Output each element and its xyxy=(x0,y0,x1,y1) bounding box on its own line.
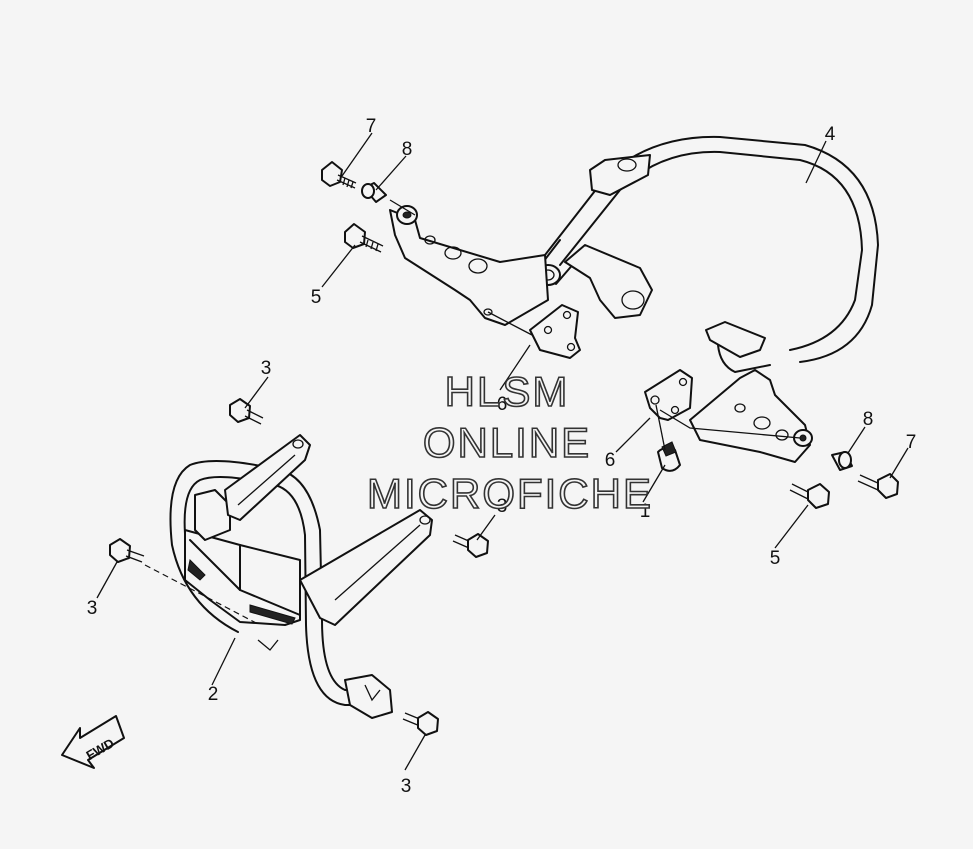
fwd-arrow-icon: FWD xyxy=(61,715,125,769)
assembly-line-top xyxy=(389,199,416,216)
assembly-line-mid-left xyxy=(487,311,533,336)
callout-1: 1 xyxy=(640,501,651,522)
plate-6-left xyxy=(529,304,581,359)
callout-2: 2 xyxy=(208,684,219,705)
watermark: HLSM ONLINE MICROFICHE xyxy=(366,367,653,518)
callout-4: 4 xyxy=(825,124,836,145)
bolt-5-right xyxy=(789,483,830,509)
collar-8-top xyxy=(361,182,387,203)
rear-guard-frame xyxy=(535,135,879,373)
watermark-line-1: HLSM xyxy=(445,368,570,415)
leader-lines xyxy=(96,132,909,771)
callout-7-top: 7 xyxy=(366,116,377,137)
bolt-3-mid xyxy=(452,533,489,558)
watermark-line-3: MICROFICHE xyxy=(367,470,653,517)
right-mount-bracket xyxy=(689,369,813,463)
callout-3-mid: 3 xyxy=(497,496,508,517)
clip-part-1 xyxy=(657,441,681,472)
front-guard xyxy=(144,434,433,719)
collar-8-right xyxy=(831,451,853,471)
bolt-3-upper xyxy=(229,398,264,425)
bolt-7-top xyxy=(321,161,357,189)
callout-8-top: 8 xyxy=(402,139,413,160)
callout-3-bottom: 3 xyxy=(401,776,412,797)
assembly-line-clip xyxy=(655,404,666,451)
callout-3-upper: 3 xyxy=(261,358,272,379)
callout-7-right: 7 xyxy=(906,432,917,453)
callout-6-left: 6 xyxy=(497,394,508,415)
assembly-line-mid-right xyxy=(659,409,801,439)
bolt-7-right xyxy=(857,473,899,499)
plate-6-right xyxy=(644,369,693,421)
callout-5-top: 5 xyxy=(311,287,322,308)
left-mount-bracket xyxy=(389,205,549,326)
callout-5-right: 5 xyxy=(770,548,781,569)
watermark-line-2: ONLINE xyxy=(423,419,591,466)
bolt-3-left xyxy=(109,538,145,563)
bolt-3-bottom xyxy=(402,711,439,736)
bolt-5-top xyxy=(344,223,384,253)
callout-8-right: 8 xyxy=(863,409,874,430)
callout-3-left: 3 xyxy=(87,598,98,619)
callout-6-right: 6 xyxy=(605,450,616,471)
